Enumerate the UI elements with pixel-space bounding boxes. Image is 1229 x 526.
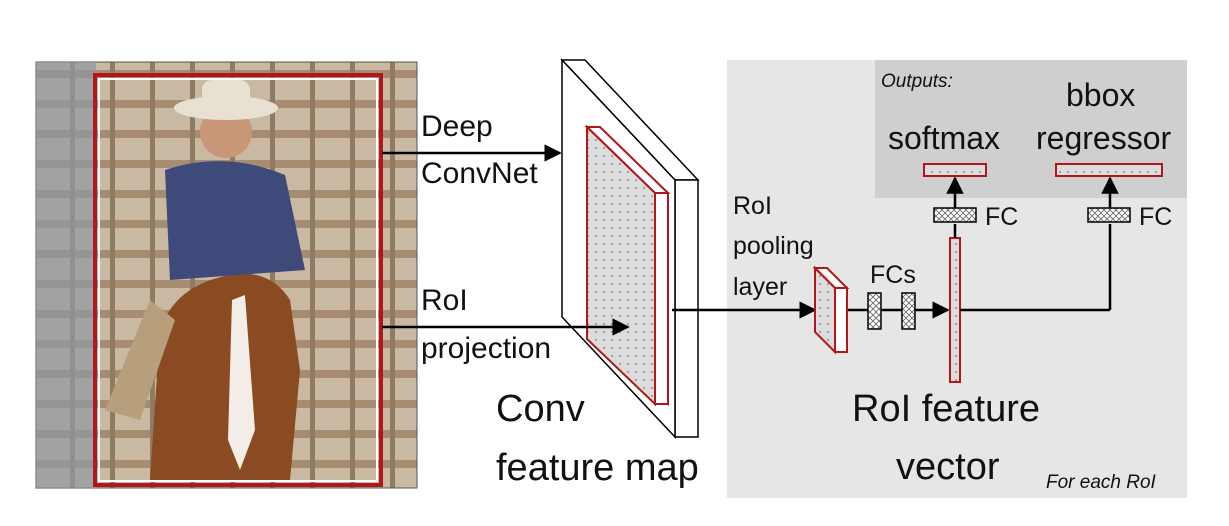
roi-feature-vector-label: RoI feature vector	[852, 388, 1051, 488]
roi-pooled-block	[812, 265, 850, 355]
fc-layer-1	[867, 292, 882, 330]
fc-bbox-label: FC	[1139, 203, 1172, 231]
roi-bounding-box	[93, 73, 383, 487]
fc-layer-2	[901, 292, 916, 330]
rider-shape	[165, 161, 305, 280]
roi-projection-label: RoI projection	[421, 284, 551, 365]
roi-pooling-layer-label: RoI pooling layer	[733, 192, 821, 301]
conv-feature-map-label: Conv feature map	[496, 388, 699, 489]
fcs-label: FCs	[870, 261, 916, 289]
softmax-output-vector	[923, 163, 987, 177]
deep-convnet-label: Deep ConvNet	[421, 110, 538, 190]
input-image	[35, 61, 418, 489]
fc-softmax-layer	[933, 207, 977, 223]
conv-feature-map	[560, 58, 700, 439]
outputs-label: Outputs:	[881, 71, 953, 92]
horse-shape	[150, 273, 300, 480]
for-each-roi-label: For each RoI	[1046, 472, 1157, 493]
bbox-regressor-label: bbox regressor	[1036, 77, 1172, 156]
fc-softmax-label: FC	[985, 203, 1018, 231]
bbox-output-vector	[1055, 163, 1163, 177]
fc-bbox-layer	[1087, 207, 1131, 223]
softmax-label: softmax	[888, 120, 1000, 156]
roi-feature-vector	[949, 237, 961, 383]
